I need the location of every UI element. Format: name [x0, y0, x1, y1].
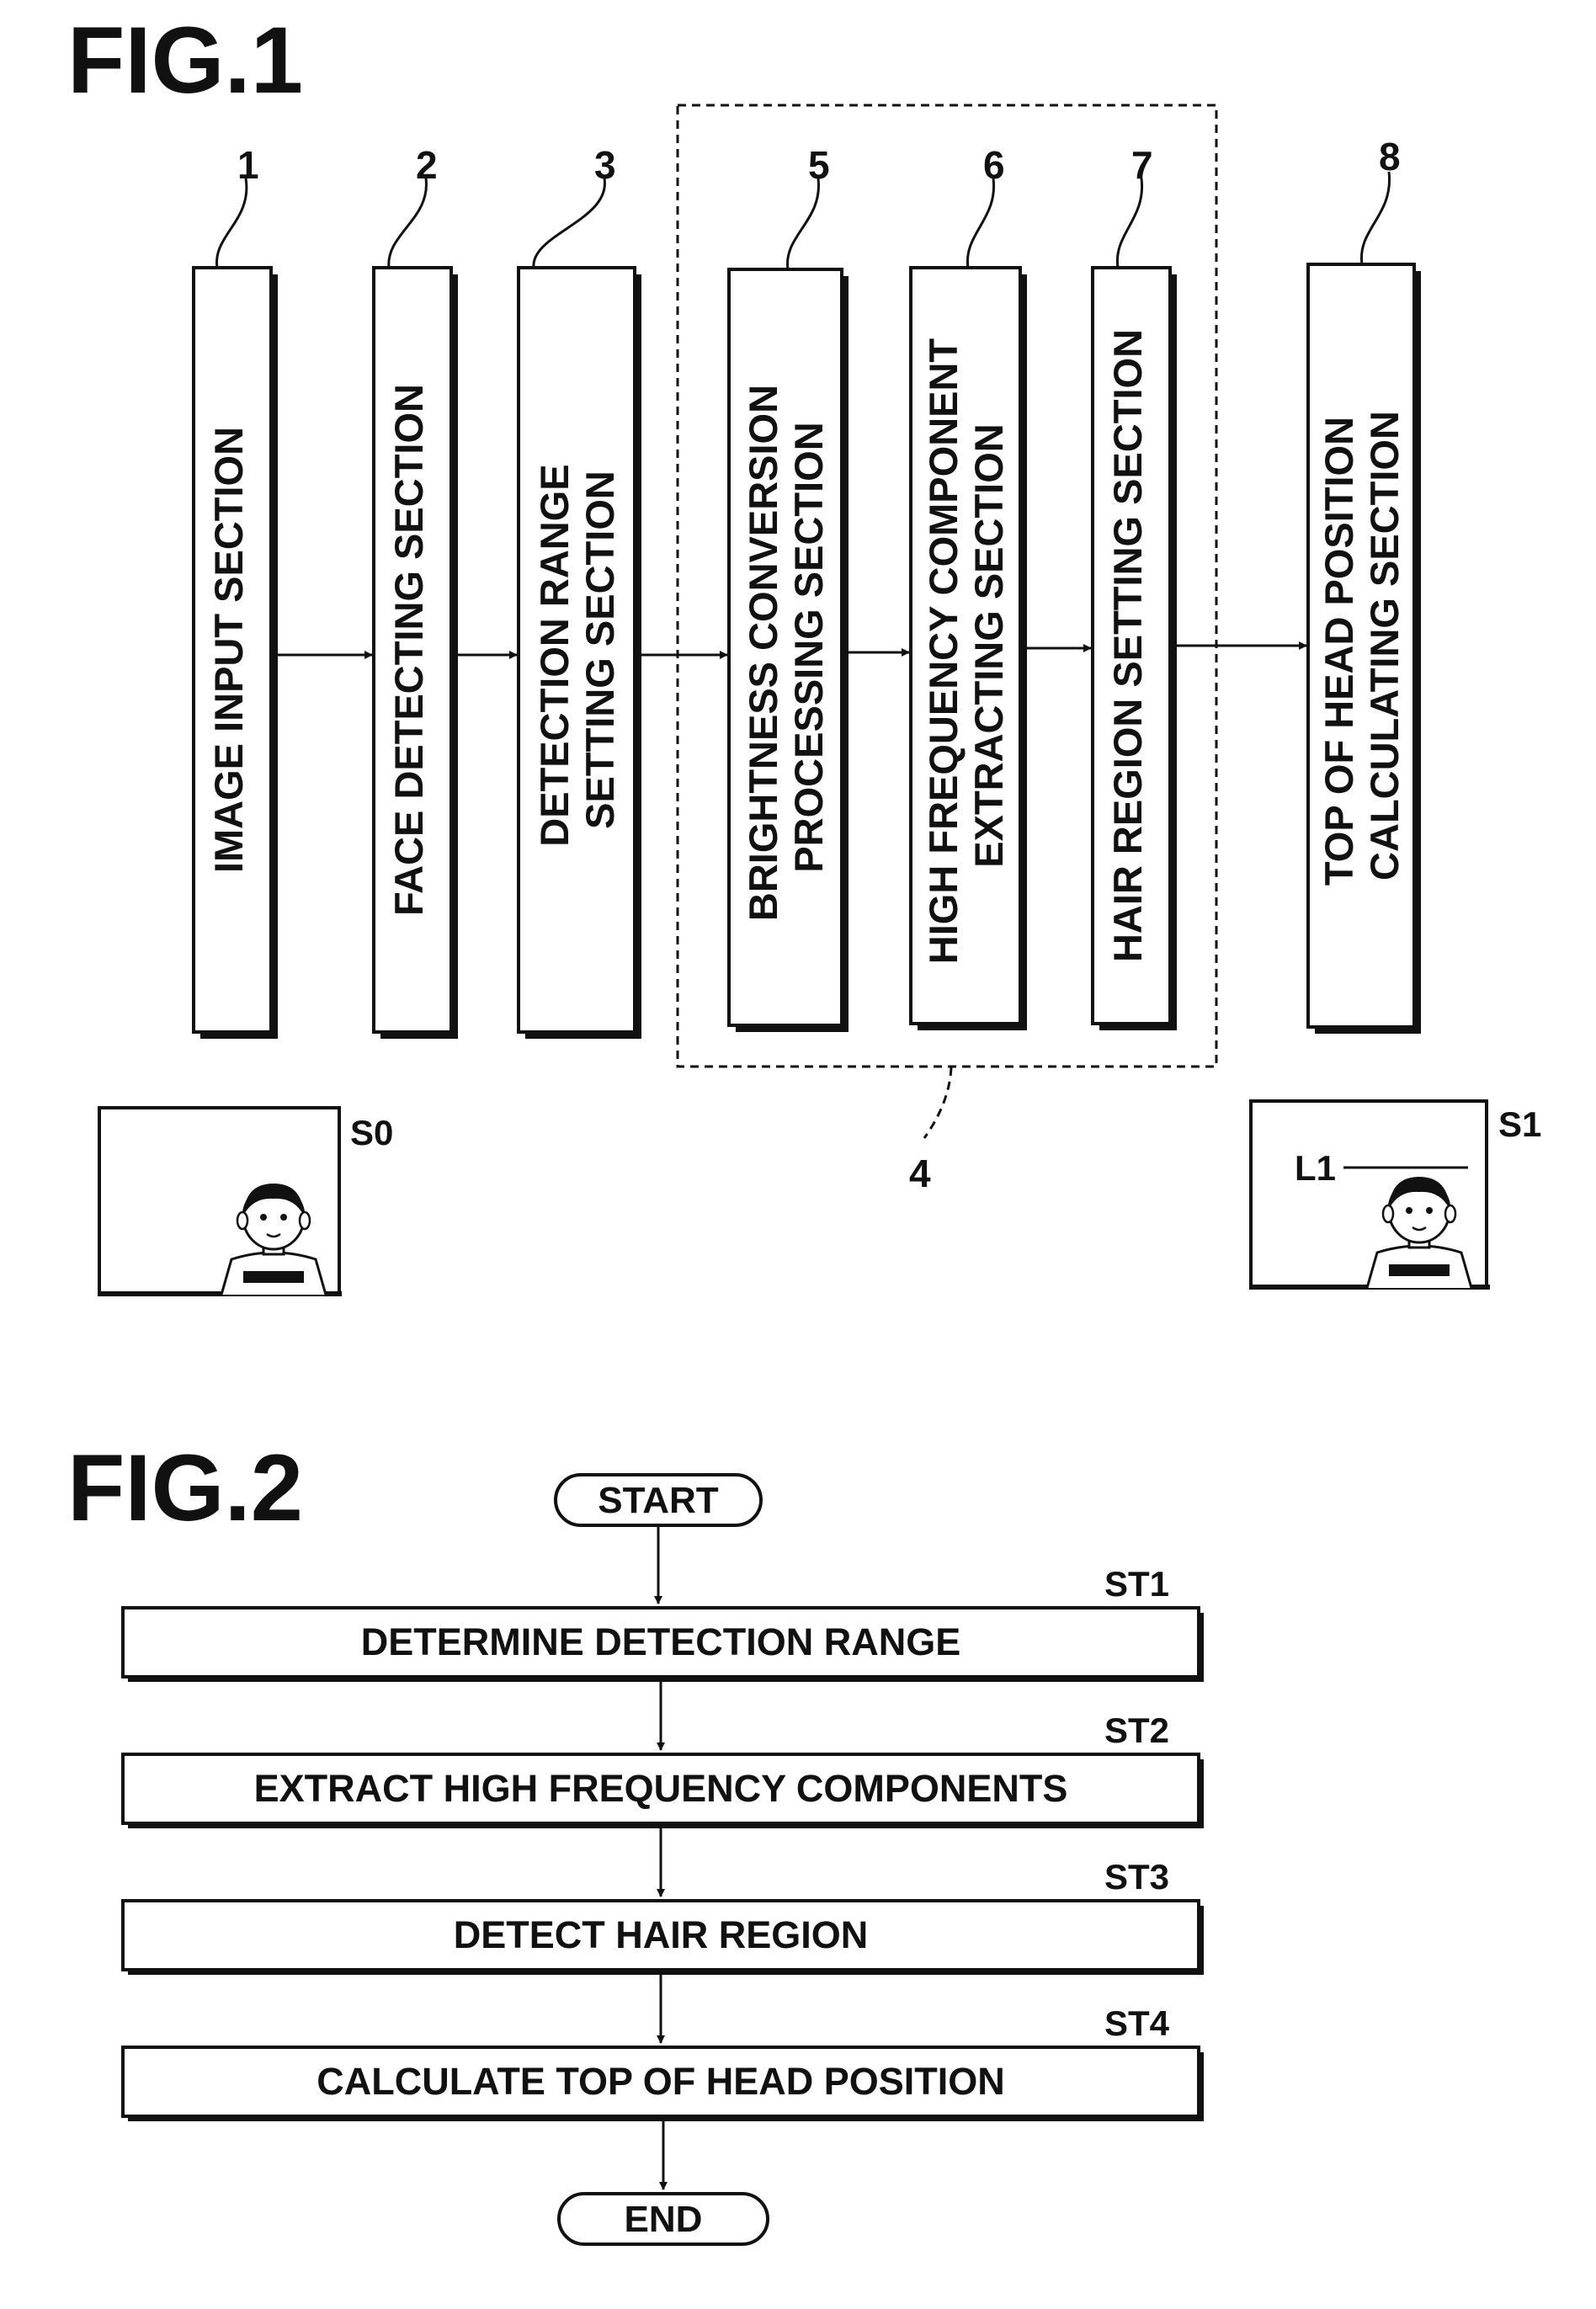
block-label-line: CALCULATING SECTION [1362, 411, 1407, 881]
block-label-line: TOP OF HEAD POSITION [1317, 417, 1361, 886]
block-ref-8: 8 [1379, 135, 1401, 178]
block-high-frequency-component-extracting-section: HIGH FREQUENCY COMPONENT EXTRACTING SECT… [909, 143, 1027, 1030]
step-id: ST2 [1104, 1710, 1169, 1750]
step-id: ST3 [1104, 1857, 1169, 1897]
block-label-line: SETTING SECTION [577, 471, 622, 829]
svg-text:IMAGE INPUT SECTION: IMAGE INPUT SECTION [206, 427, 251, 873]
block-label-line: DETECTION RANGE [532, 464, 577, 846]
group-box-4 [676, 104, 1218, 1068]
block-ref-3: 3 [594, 143, 616, 187]
block-top-of-head-position-calculating-section: TOP OF HEAD POSITION CALCULATING SECTION… [1306, 135, 1421, 1034]
svg-text:HAIR REGION SETTING SECTION: HAIR REGION SETTING SECTION [1105, 329, 1150, 962]
group-ref-4: 4 [909, 1152, 931, 1195]
figure-2-title: FIG.2 [67, 1435, 303, 1540]
block-label-line: EXTRACTING SECTION [966, 423, 1011, 867]
start-terminator: START [554, 1473, 763, 1527]
group-ref-leader-4 [923, 1067, 953, 1139]
block-ref-1: 1 [237, 143, 259, 187]
block-label-line: PROCESSING SECTION [786, 422, 831, 872]
block-image-input-section: IMAGE INPUT SECTION 1 [192, 143, 278, 1039]
step-id: ST1 [1104, 1564, 1169, 1604]
output-image-s1: L1 S1 [1249, 1099, 1541, 1290]
figure-2: FIG.2 START DETERMINE DETECTION RANGE ST… [67, 1435, 1204, 2246]
input-image-s0: S0 [98, 1106, 393, 1296]
end-label: END [625, 2199, 703, 2240]
block-label-line: HIGH FREQUENCY COMPONENT [921, 338, 966, 965]
input-image-label: S0 [350, 1113, 393, 1152]
svg-text:FACE DETECTING SECTION: FACE DETECTING SECTION [386, 384, 431, 916]
step-text: CALCULATE TOP OF HEAD POSITION [317, 2060, 1005, 2103]
block-hair-region-setting-section: HAIR REGION SETTING SECTION 7 [1091, 143, 1177, 1030]
block-face-detecting-section: FACE DETECTING SECTION 2 [372, 143, 458, 1039]
block-ref-7: 7 [1131, 143, 1153, 187]
block-ref-6: 6 [983, 143, 1005, 187]
block-detection-range-setting-section: DETECTION RANGE SETTING SECTION 3 [517, 143, 641, 1039]
step-id: ST4 [1104, 2003, 1170, 2043]
block-ref-2: 2 [416, 143, 438, 187]
step-st1: DETERMINE DETECTION RANGE ST1 [121, 1564, 1204, 1682]
block-label-line: BRIGHTNESS CONVERSION [741, 385, 785, 921]
block-connectors [278, 641, 1307, 659]
step-text: DETECT HAIR REGION [454, 1913, 869, 1956]
output-line-label: L1 [1295, 1148, 1336, 1188]
step-st3: DETECT HAIR REGION ST3 [121, 1857, 1204, 1975]
step-text: EXTRACT HIGH FREQUENCY COMPONENTS [254, 1767, 1068, 1810]
step-st4: CALCULATE TOP OF HEAD POSITION ST4 [121, 2003, 1204, 2121]
step-text: DETERMINE DETECTION RANGE [361, 1620, 961, 1663]
svg-text:HIGH FREQUENCY COMPONENT: HIGH FREQUENCY COMPONENT EXTRACTING SECT… [921, 327, 1011, 964]
step-st2: EXTRACT HIGH FREQUENCY COMPONENTS ST2 [121, 1710, 1204, 1828]
svg-text:TOP OF HEAD POSITION C: TOP OF HEAD POSITION CALCULATING SECTION [1317, 406, 1407, 886]
svg-text:BRIGHTNESS CONVERSION: BRIGHTNESS CONVERSION PROCESSING SECTION [741, 374, 831, 921]
output-image-label: S1 [1498, 1104, 1541, 1144]
block-brightness-conversion-processing-section: BRIGHTNESS CONVERSION PROCESSING SECTION… [727, 143, 849, 1032]
figure-1-title: FIG.1 [67, 8, 303, 113]
block-label-line: HAIR REGION SETTING SECTION [1105, 329, 1150, 962]
block-label-line: FACE DETECTING SECTION [386, 384, 431, 916]
start-label: START [598, 1480, 719, 1521]
end-terminator: END [557, 2192, 769, 2246]
block-ref-5: 5 [808, 143, 830, 187]
block-label-line: IMAGE INPUT SECTION [206, 427, 251, 873]
svg-text:DETECTION RANGE SETTIN: DETECTION RANGE SETTING SECTION [532, 453, 622, 846]
figure-1: FIG.1 4 IMAGE INPUT SECTION 1 FACE DETEC… [67, 8, 1541, 1296]
